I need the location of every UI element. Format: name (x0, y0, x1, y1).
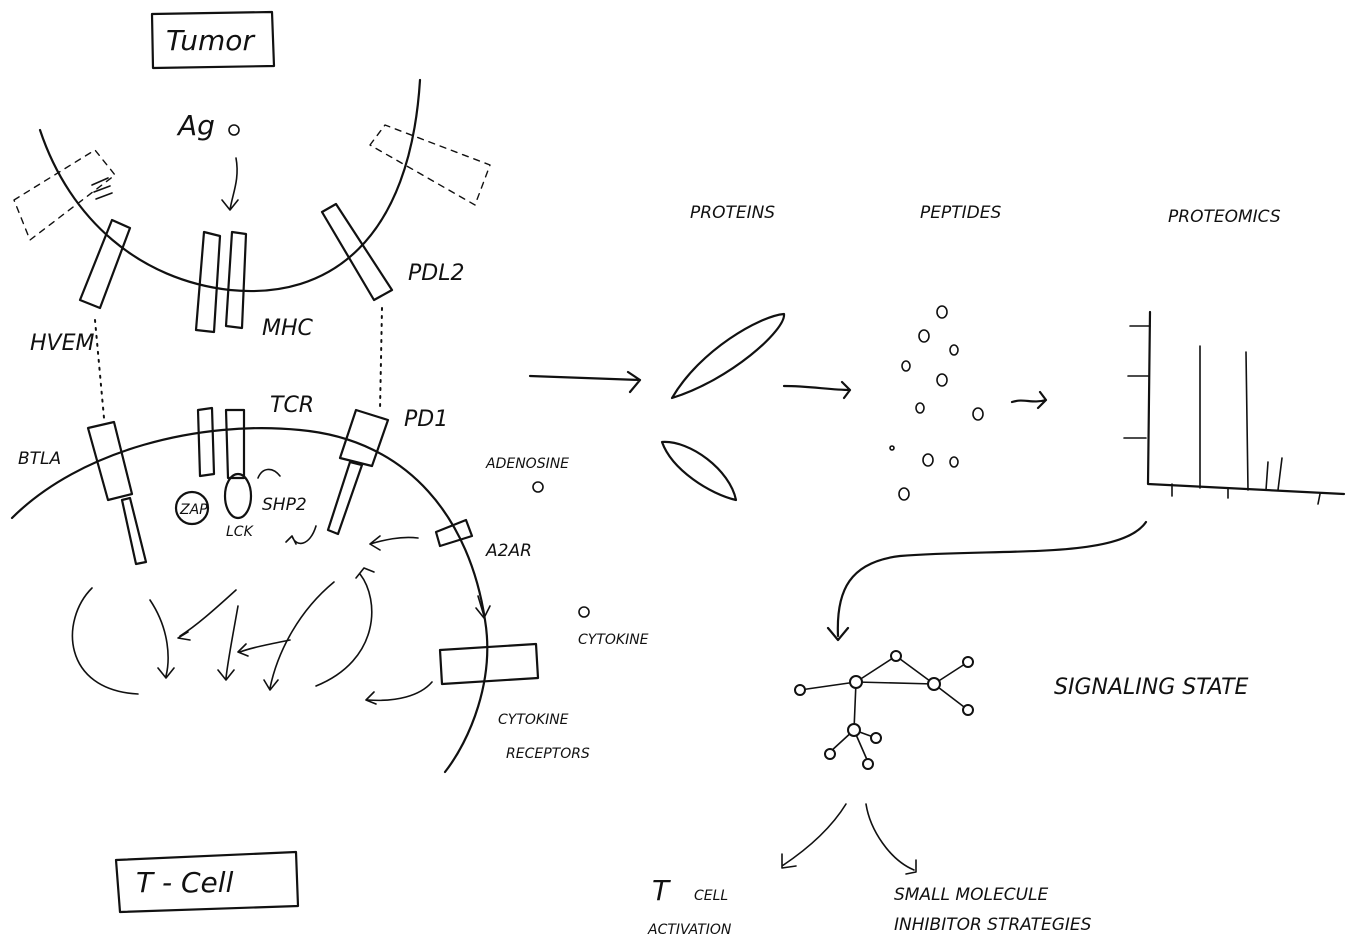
antigen-particle (228, 124, 240, 136)
tcell-activation-t: T (652, 874, 671, 907)
tcell-label: T - Cell (136, 866, 234, 899)
tumor-label: Tumor (166, 24, 255, 57)
tcell-box: T - Cell (114, 850, 300, 914)
tcr-receptor (196, 406, 246, 480)
pdl2-label: PDL2 (408, 261, 464, 286)
proteomics-spectrum (1123, 310, 1346, 505)
tcell-membrane (10, 427, 489, 774)
shp2-arrow (285, 525, 317, 545)
small-molecule-label: SMALL MOLECULE (894, 885, 1048, 905)
hvem-btla-interaction (94, 319, 105, 419)
zap-label: ZAP (179, 502, 208, 518)
mhc-label: MHC (262, 316, 314, 341)
tumor-dashed-structures (13, 124, 491, 241)
tcell-activation-label: ACTIVATION (647, 922, 732, 938)
inhibitor-strategies-label: INHIBITOR STRATEGIES (894, 915, 1092, 935)
arrow-to-proteins (528, 370, 642, 394)
hvem-label: HVEM (30, 331, 94, 356)
signaling-state-label: SIGNALING STATE (1054, 675, 1249, 700)
adenosine-label: ADENOSINE (485, 456, 569, 472)
protein-shapes (660, 312, 786, 502)
cytokine-receptors-label-2: RECEPTORS (506, 746, 590, 762)
cytokine-label: CYTOKINE (578, 632, 649, 648)
ag-label: Ag (176, 109, 215, 142)
pdl2-pd1-interaction (379, 307, 383, 411)
hvem-receptor (78, 218, 132, 310)
arrow-to-proteomics (1010, 390, 1048, 410)
lck-kinase (223, 472, 253, 520)
cytokine-particle (578, 606, 590, 618)
pdl2-receptor (320, 202, 394, 302)
zap-kinase (174, 490, 210, 526)
pd1-label: PD1 (404, 407, 448, 432)
ag-arrow (221, 157, 239, 211)
lck-label: LCK (226, 524, 255, 540)
proteins-label: PROTEINS (690, 203, 775, 223)
a2ar-receptor (434, 518, 474, 548)
a2ar-arrow (369, 535, 419, 551)
intracellular-signaling-arrows (71, 567, 491, 705)
arrow-to-peptides (782, 380, 852, 400)
tcr-label: TCR (270, 393, 314, 418)
proteomics-label: PROTEOMICS (1168, 207, 1281, 227)
signaling-network (794, 650, 974, 770)
mhc-receptor (194, 230, 248, 334)
btla-receptor (86, 420, 148, 566)
shp2-label: SHP2 (262, 495, 307, 515)
tumor-box: Tumor (150, 10, 276, 70)
adenosine-particle (532, 481, 544, 493)
peptides-label: PEPTIDES (920, 203, 1001, 223)
shp2-hook (257, 468, 281, 479)
cytokine-receptors-label-1: CYTOKINE (498, 712, 569, 728)
arrow-to-signaling (826, 520, 1148, 642)
tumor-membrane (38, 78, 422, 293)
pd1-receptor (326, 408, 390, 536)
output-arrows (781, 803, 917, 875)
cytokine-receptor (438, 642, 540, 686)
a2ar-label: A2AR (485, 541, 532, 561)
tcell-activation-cell: CELL (694, 888, 728, 904)
btla-label: BTLA (18, 449, 61, 469)
peptide-particles (889, 305, 984, 501)
